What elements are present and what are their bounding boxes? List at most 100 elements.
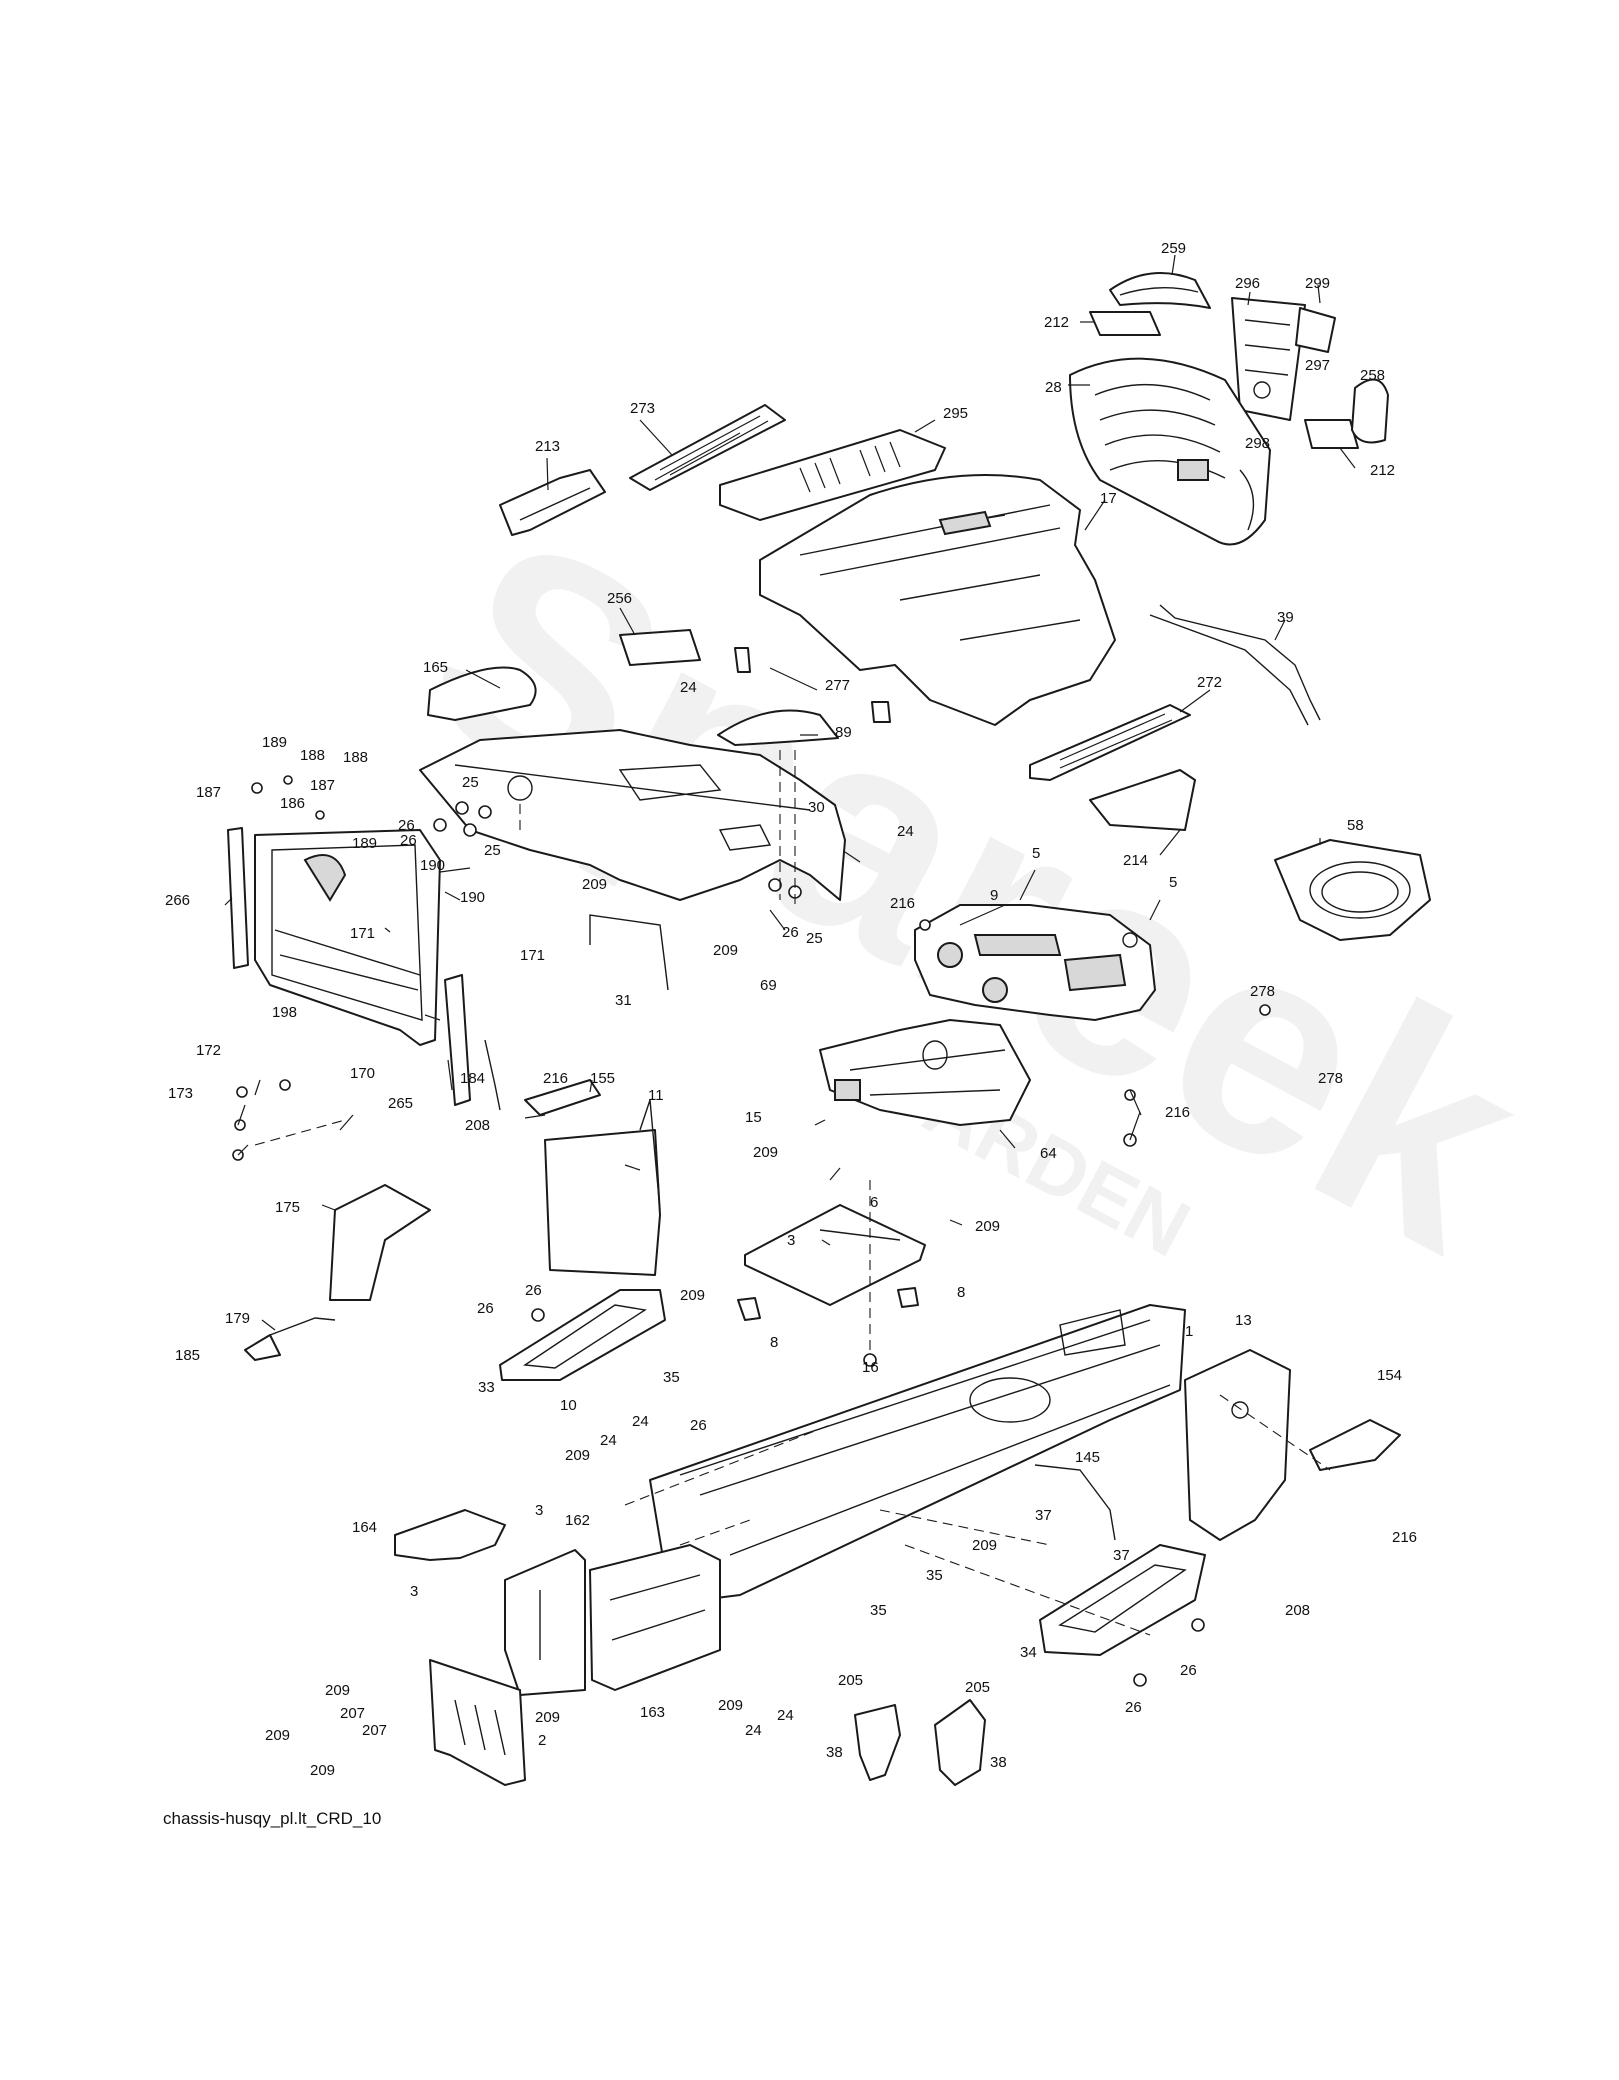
part-6 [744, 1204, 926, 1306]
callout-26: 26 [400, 832, 417, 849]
part-155 [524, 1079, 601, 1116]
part-259 [1109, 271, 1211, 309]
part-30 [419, 729, 846, 901]
callout-31: 31 [615, 992, 632, 1009]
callout-208: 208 [465, 1117, 490, 1134]
callout-38: 38 [826, 1744, 843, 1761]
callout-213: 213 [535, 438, 560, 455]
callout-11: 11 [648, 1087, 664, 1104]
part-175 [329, 1184, 431, 1301]
callout-69: 69 [760, 977, 777, 994]
callout-165: 165 [423, 659, 448, 676]
part-185 [244, 1334, 281, 1361]
callout-208: 208 [1285, 1602, 1310, 1619]
callout-185: 185 [175, 1347, 200, 1364]
part-170 [254, 829, 441, 1046]
callout-30: 30 [808, 799, 825, 816]
callout-265: 265 [388, 1095, 413, 1112]
callout-207: 207 [362, 1722, 387, 1739]
part-9 [914, 904, 1156, 1021]
callout-26: 26 [1180, 1662, 1197, 1679]
callout-209: 209 [972, 1537, 997, 1554]
part-165 [427, 666, 537, 721]
part-33 [499, 1289, 666, 1381]
callout-24: 24 [680, 679, 697, 696]
part-164 [394, 1509, 506, 1561]
callout-35: 35 [870, 1602, 887, 1619]
callout-6: 6 [870, 1194, 878, 1211]
callout-26: 26 [525, 1282, 542, 1299]
callout-5: 5 [1032, 845, 1040, 862]
callout-189: 189 [352, 835, 377, 852]
callout-187: 187 [310, 777, 335, 794]
part-277a [734, 647, 751, 673]
part-154 [1309, 1419, 1401, 1471]
callout-209: 209 [265, 1727, 290, 1744]
callout-297: 297 [1305, 357, 1330, 374]
part-265 [444, 974, 471, 1106]
callout-216: 216 [1165, 1104, 1190, 1121]
callout-212: 212 [1370, 462, 1395, 479]
callout-13: 13 [1235, 1312, 1252, 1329]
callout-272: 272 [1197, 674, 1222, 691]
callout-295: 295 [943, 405, 968, 422]
callout-58: 58 [1347, 817, 1364, 834]
callout-205: 205 [838, 1672, 863, 1689]
callout-37: 37 [1113, 1547, 1130, 1564]
callout-17: 17 [1100, 490, 1117, 507]
callout-189: 189 [262, 734, 287, 751]
callout-256: 256 [607, 590, 632, 607]
callout-179: 179 [225, 1310, 250, 1327]
part-272 [1029, 704, 1191, 781]
callout-37: 37 [1035, 1507, 1052, 1524]
part-212a [1089, 311, 1161, 336]
callout-205: 205 [965, 1679, 990, 1696]
callout-26: 26 [477, 1300, 494, 1317]
callout-3: 3 [410, 1583, 418, 1600]
callout-154: 154 [1377, 1367, 1402, 1384]
callout-33: 33 [478, 1379, 495, 1396]
callout-188: 188 [343, 749, 368, 766]
callout-24: 24 [777, 1707, 794, 1724]
callout-209: 209 [535, 1709, 560, 1726]
callout-258: 258 [1360, 367, 1385, 384]
callout-216: 216 [1392, 1529, 1417, 1546]
callout-209: 209 [565, 1447, 590, 1464]
callout-173: 173 [168, 1085, 193, 1102]
part-64 [819, 1019, 1031, 1126]
callout-16: 16 [862, 1359, 879, 1376]
callout-24: 24 [897, 823, 914, 840]
callout-3: 3 [787, 1232, 795, 1249]
part-214 [1089, 769, 1196, 831]
callout-212: 212 [1044, 314, 1069, 331]
part-39 [1149, 604, 1321, 726]
callout-89: 89 [835, 724, 852, 741]
part-8b [897, 1287, 919, 1308]
part-38b [934, 1699, 986, 1786]
part-277b [871, 701, 891, 723]
callout-216: 216 [543, 1070, 568, 1087]
callout-8: 8 [770, 1334, 778, 1351]
callout-298: 298 [1245, 435, 1270, 452]
callout-2: 2 [538, 1732, 546, 1749]
callout-171: 171 [520, 947, 545, 964]
callout-209: 209 [975, 1218, 1000, 1235]
callout-38: 38 [990, 1754, 1007, 1771]
part-145 [1034, 1464, 1116, 1541]
callout-26: 26 [690, 1417, 707, 1434]
callout-34: 34 [1020, 1644, 1037, 1661]
callout-273: 273 [630, 400, 655, 417]
callout-198: 198 [272, 1004, 297, 1021]
callout-187: 187 [196, 784, 221, 801]
callout-24: 24 [632, 1413, 649, 1430]
callout-209: 209 [680, 1287, 705, 1304]
callout-190: 190 [420, 857, 445, 874]
callout-170: 170 [350, 1065, 375, 1082]
diagram-caption: chassis-husqy_pl.lt_CRD_10 [163, 1809, 382, 1828]
part-213 [499, 469, 606, 536]
part-28 [1069, 357, 1271, 546]
callout-26: 26 [1125, 1699, 1142, 1716]
part-89 [717, 709, 839, 746]
callout-26: 26 [398, 817, 415, 834]
part-258 [1351, 378, 1389, 444]
